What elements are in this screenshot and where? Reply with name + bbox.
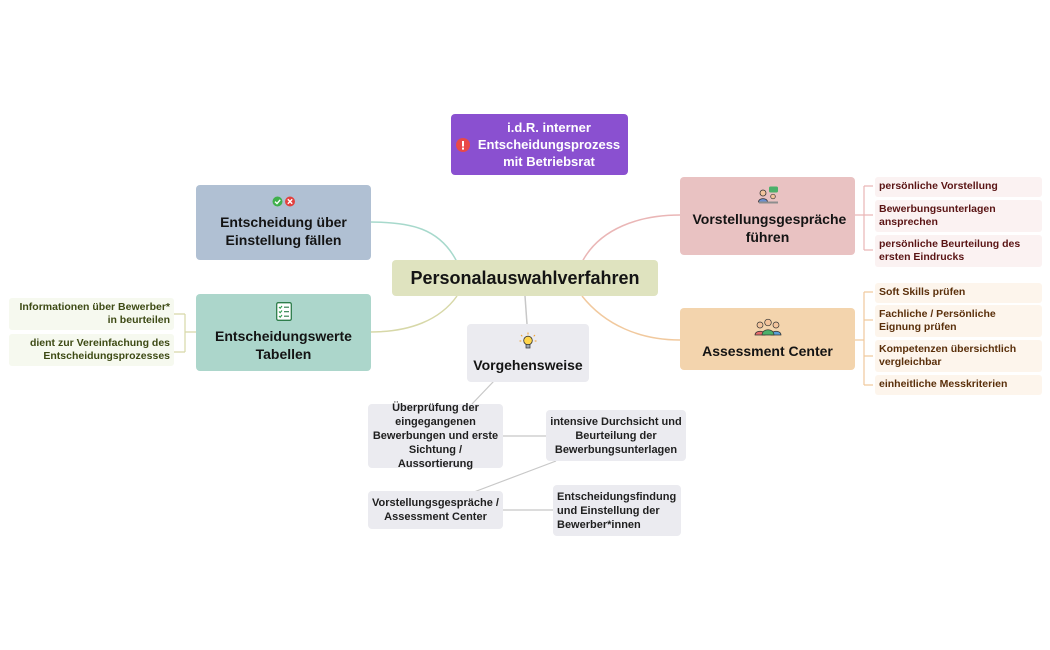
step-2[interactable]: intensive Durchsicht und Beurteilung der… xyxy=(546,410,686,461)
topic-assessment[interactable]: Assessment Center xyxy=(680,308,855,370)
topic-assessment-label: Assessment Center xyxy=(702,343,833,359)
tabellen-item-2[interactable]: dient zur Vereinfachung des Entscheidung… xyxy=(9,334,174,366)
link-step2-3 xyxy=(465,460,557,496)
link-tabellen xyxy=(369,295,458,333)
bracket-tabellen xyxy=(174,313,196,353)
check-cross-icon xyxy=(272,196,296,207)
group-icon xyxy=(754,318,782,336)
link-entscheidung xyxy=(369,221,458,263)
note-box[interactable]: i.d.R. interner Entscheidungsprozess mit… xyxy=(451,114,628,175)
checklist-icon xyxy=(275,302,292,321)
topic-entscheidung-label: Entscheidung über Einstellung fällen xyxy=(220,214,347,248)
link-vorstellung xyxy=(581,214,681,263)
step-4[interactable]: Entscheidungsfindung und Einstellung der… xyxy=(553,485,681,536)
assessment-item-1[interactable]: Soft Skills prüfen xyxy=(875,283,1042,303)
step-3[interactable]: Vorstellungsgespräche / Assessment Cente… xyxy=(368,491,503,529)
link-step1 xyxy=(471,380,495,405)
topic-tabellen-label: Entscheidungswerte Tabellen xyxy=(215,328,352,362)
lightbulb-icon xyxy=(519,332,537,350)
link-vorgehensweise xyxy=(524,295,528,325)
topic-vorgehensweise-label: Vorgehensweise xyxy=(473,357,583,373)
tabellen-item-1[interactable]: Informationen über Bewerber* in beurteil… xyxy=(9,298,174,330)
bracket-assessment xyxy=(855,291,873,386)
assessment-item-3[interactable]: Kompetenzen übersichtlich vergleichbar xyxy=(875,340,1042,372)
step-1[interactable]: Überprüfung der eingegangenen Bewerbunge… xyxy=(368,402,503,470)
central-topic-label: Personalauswahlverfahren xyxy=(410,267,640,288)
vorstellung-item-2[interactable]: Bewerbungsunterlagen ansprechen xyxy=(875,200,1042,232)
link-assessment xyxy=(581,295,681,341)
central-topic[interactable]: Personalauswahlverfahren xyxy=(392,260,658,296)
vorstellung-item-3[interactable]: persönliche Beurteilung des ersten Eindr… xyxy=(875,235,1042,267)
topic-vorgehensweise[interactable]: Vorgehensweise xyxy=(467,324,589,382)
topic-vorstellung-label: Vorstellungsgespräche führen xyxy=(692,211,847,245)
topic-vorstellung[interactable]: Vorstellungsgespräche führen xyxy=(680,177,855,255)
assessment-item-4[interactable]: einheitliche Messkriterien xyxy=(875,375,1042,395)
bracket-vorstellung xyxy=(855,185,873,251)
exclamation-icon xyxy=(456,137,470,152)
interview-icon xyxy=(757,186,779,204)
topic-entscheidung[interactable]: Entscheidung über Einstellung fällen xyxy=(196,185,371,260)
vorstellung-item-1[interactable]: persönliche Vorstellung xyxy=(875,177,1042,197)
assessment-item-2[interactable]: Fachliche / Persönliche Eignung prüfen xyxy=(875,305,1042,337)
topic-tabellen[interactable]: Entscheidungswerte Tabellen xyxy=(196,294,371,371)
note-label: i.d.R. interner Entscheidungsprozess mit… xyxy=(477,120,621,169)
